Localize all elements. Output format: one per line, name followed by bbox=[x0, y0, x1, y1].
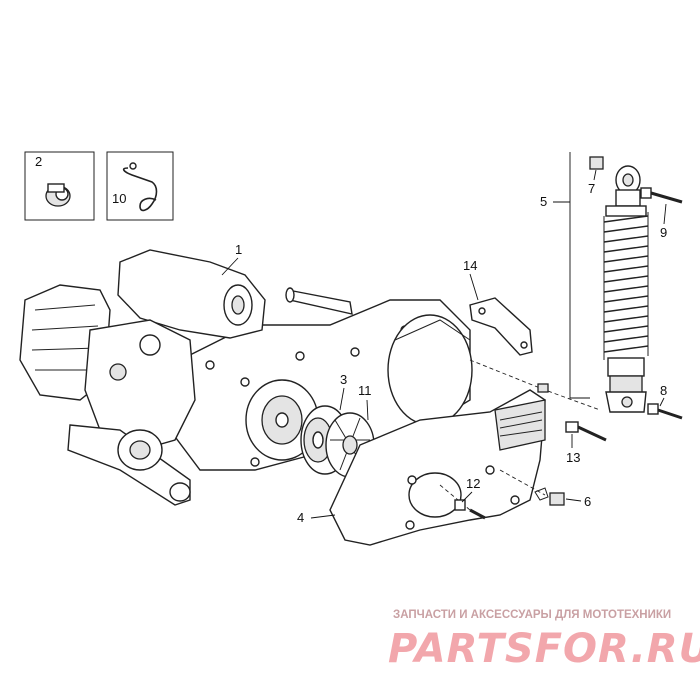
callout-6: 6 bbox=[584, 494, 591, 509]
nut-part-6: 6 bbox=[534, 487, 591, 509]
callout-11: 11 bbox=[358, 383, 372, 398]
callout-9: 9 bbox=[660, 225, 667, 240]
callout-10: 10 bbox=[112, 191, 126, 206]
watermark-tagline: ЗАПЧАСТИ И АКСЕССУАРЫ ДЛЯ МОТОТЕХНИКИ bbox=[393, 609, 671, 621]
engine-assembly: 1 bbox=[19, 242, 473, 506]
callout-4: 4 bbox=[297, 510, 304, 525]
callout-8: 8 bbox=[660, 383, 667, 398]
watermark-logo: ЗАПЧАСТИ И АКСЕССУАРЫ ДЛЯ МОТОТЕХНИКИ PA… bbox=[388, 609, 700, 672]
bracket-part-14: 14 bbox=[463, 258, 533, 356]
screw-part-12: 12 bbox=[454, 476, 486, 520]
watermark-brand: PARTSFOR.RU bbox=[388, 626, 700, 672]
callout-2: 2 bbox=[35, 154, 42, 169]
callout-3: 3 bbox=[340, 372, 347, 387]
shock-absorber-part-5: 5 7 9 8 bbox=[540, 152, 683, 420]
bolt-part-13: 13 bbox=[565, 421, 607, 465]
callout-1: 1 bbox=[235, 242, 242, 257]
inset-box-part-10: 10 bbox=[106, 151, 174, 221]
callout-7: 7 bbox=[588, 181, 595, 196]
callout-5: 5 bbox=[540, 194, 547, 209]
callout-14: 14 bbox=[463, 258, 477, 273]
transmission-cover-part-4: 4 bbox=[297, 389, 546, 546]
bolt-near-bracket bbox=[537, 383, 549, 393]
inset-box-part-2: 2 bbox=[24, 151, 95, 221]
callout-13: 13 bbox=[566, 450, 580, 465]
callout-12: 12 bbox=[466, 476, 480, 491]
